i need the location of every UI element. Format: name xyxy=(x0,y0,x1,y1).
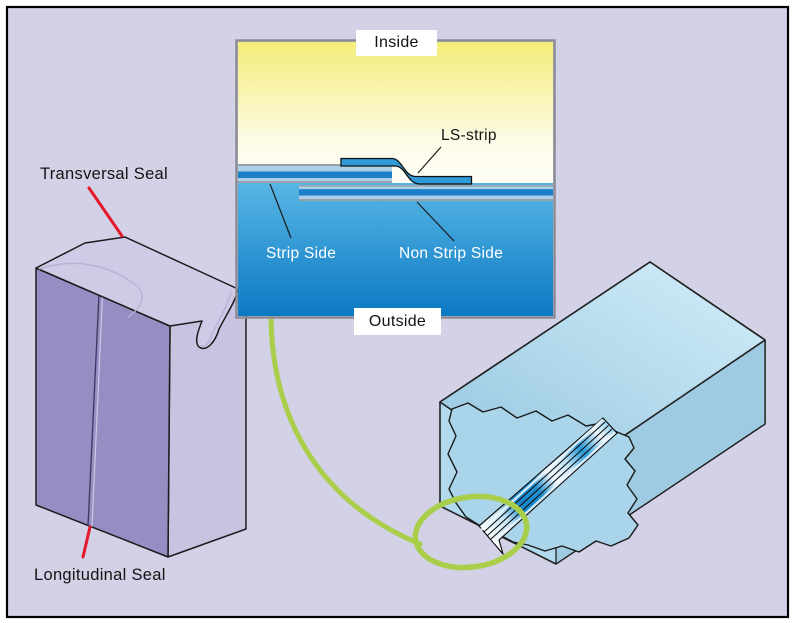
longitudinal-seal-label: Longitudinal Seal xyxy=(34,566,166,584)
carton-package xyxy=(35,186,247,559)
non-strip-side-layer xyxy=(299,185,553,201)
magnifier-ellipse xyxy=(412,493,530,571)
magnifier-connector-curve xyxy=(268,314,423,547)
packaging-material-block xyxy=(412,261,766,571)
transversal-seal-label: Transversal Seal xyxy=(40,165,168,183)
longitudinal-seam-line xyxy=(87,293,100,527)
non-strip-side-label: Non Strip Side xyxy=(399,245,504,262)
outside-label: Outside xyxy=(354,308,441,335)
transversal-seal-leader-line xyxy=(87,186,124,238)
ls-strip-label: LS-strip xyxy=(441,127,497,144)
inset-cross-section xyxy=(235,39,556,319)
embedded-ls-strip-band xyxy=(478,417,618,555)
top-fold-lines xyxy=(38,262,232,348)
longitudinal-seal-leader-line xyxy=(81,525,92,559)
inside-label: Inside xyxy=(356,30,437,56)
inset-outside-area xyxy=(238,183,553,316)
inset-leader-lines xyxy=(269,146,455,242)
strip-side-label: Strip Side xyxy=(266,245,337,262)
longitudinal-seam-highlight xyxy=(91,294,104,527)
ls-strip-profile xyxy=(340,157,473,185)
strip-side-layer xyxy=(238,164,392,183)
